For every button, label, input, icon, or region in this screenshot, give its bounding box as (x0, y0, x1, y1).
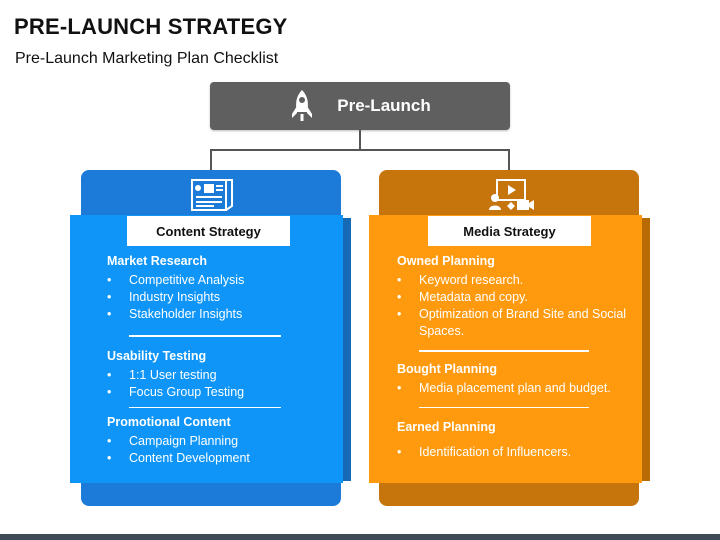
list-item: Content Development (107, 450, 332, 467)
divider (129, 406, 281, 408)
divider (419, 350, 589, 352)
connector-stem (359, 130, 361, 150)
connector-horizontal (210, 149, 510, 151)
page-title: PRE-LAUNCH STRATEGY (14, 14, 288, 39)
media-strategy-card (369, 215, 642, 483)
list-item: Media placement plan and budget. (397, 380, 629, 397)
section-heading: Earned Planning (397, 420, 496, 434)
list-item: Competitive Analysis (107, 272, 332, 289)
divider (419, 406, 589, 408)
section-heading: Bought Planning (397, 361, 497, 376)
document-icon (186, 176, 236, 221)
section-heading: Promotional Content (107, 415, 231, 429)
media-icon (487, 176, 535, 221)
media-strategy-label: Media Strategy (428, 216, 591, 246)
list-item: Industry Insights (107, 289, 332, 306)
list-item: Stakeholder Insights (107, 306, 332, 323)
media-strategy-list: Owned Planning Keyword research. Metadat… (397, 254, 629, 461)
list-item: Metadata and copy. (397, 289, 629, 306)
list-item: Focus Group Testing (107, 384, 332, 401)
content-strategy-list: Market Research Competitive Analysis Ind… (107, 254, 332, 467)
content-strategy-label: Content Strategy (127, 216, 290, 246)
section-heading: Owned Planning (397, 254, 495, 268)
footer-bar (0, 534, 720, 540)
list-item: 1:1 User testing (107, 367, 332, 384)
section-heading: Market Research (107, 254, 208, 268)
divider (129, 335, 281, 337)
list-item: Keyword research. (397, 272, 629, 289)
content-strategy-card-shadow (343, 218, 351, 481)
media-strategy-card-shadow (642, 218, 650, 481)
list-item: Optimization of Brand Site and Social Sp… (397, 306, 629, 340)
connector-left (210, 149, 212, 171)
connector-right (508, 149, 510, 171)
list-item: Identification of Influencers. (397, 444, 629, 461)
list-item: Campaign Planning (107, 433, 332, 450)
page-subtitle: Pre-Launch Marketing Plan Checklist (15, 50, 279, 67)
rocket-icon (289, 89, 315, 123)
root-label: Pre-Launch (337, 96, 431, 115)
root-node: Pre-Launch (210, 82, 510, 130)
section-heading: Usability Testing (107, 348, 207, 363)
